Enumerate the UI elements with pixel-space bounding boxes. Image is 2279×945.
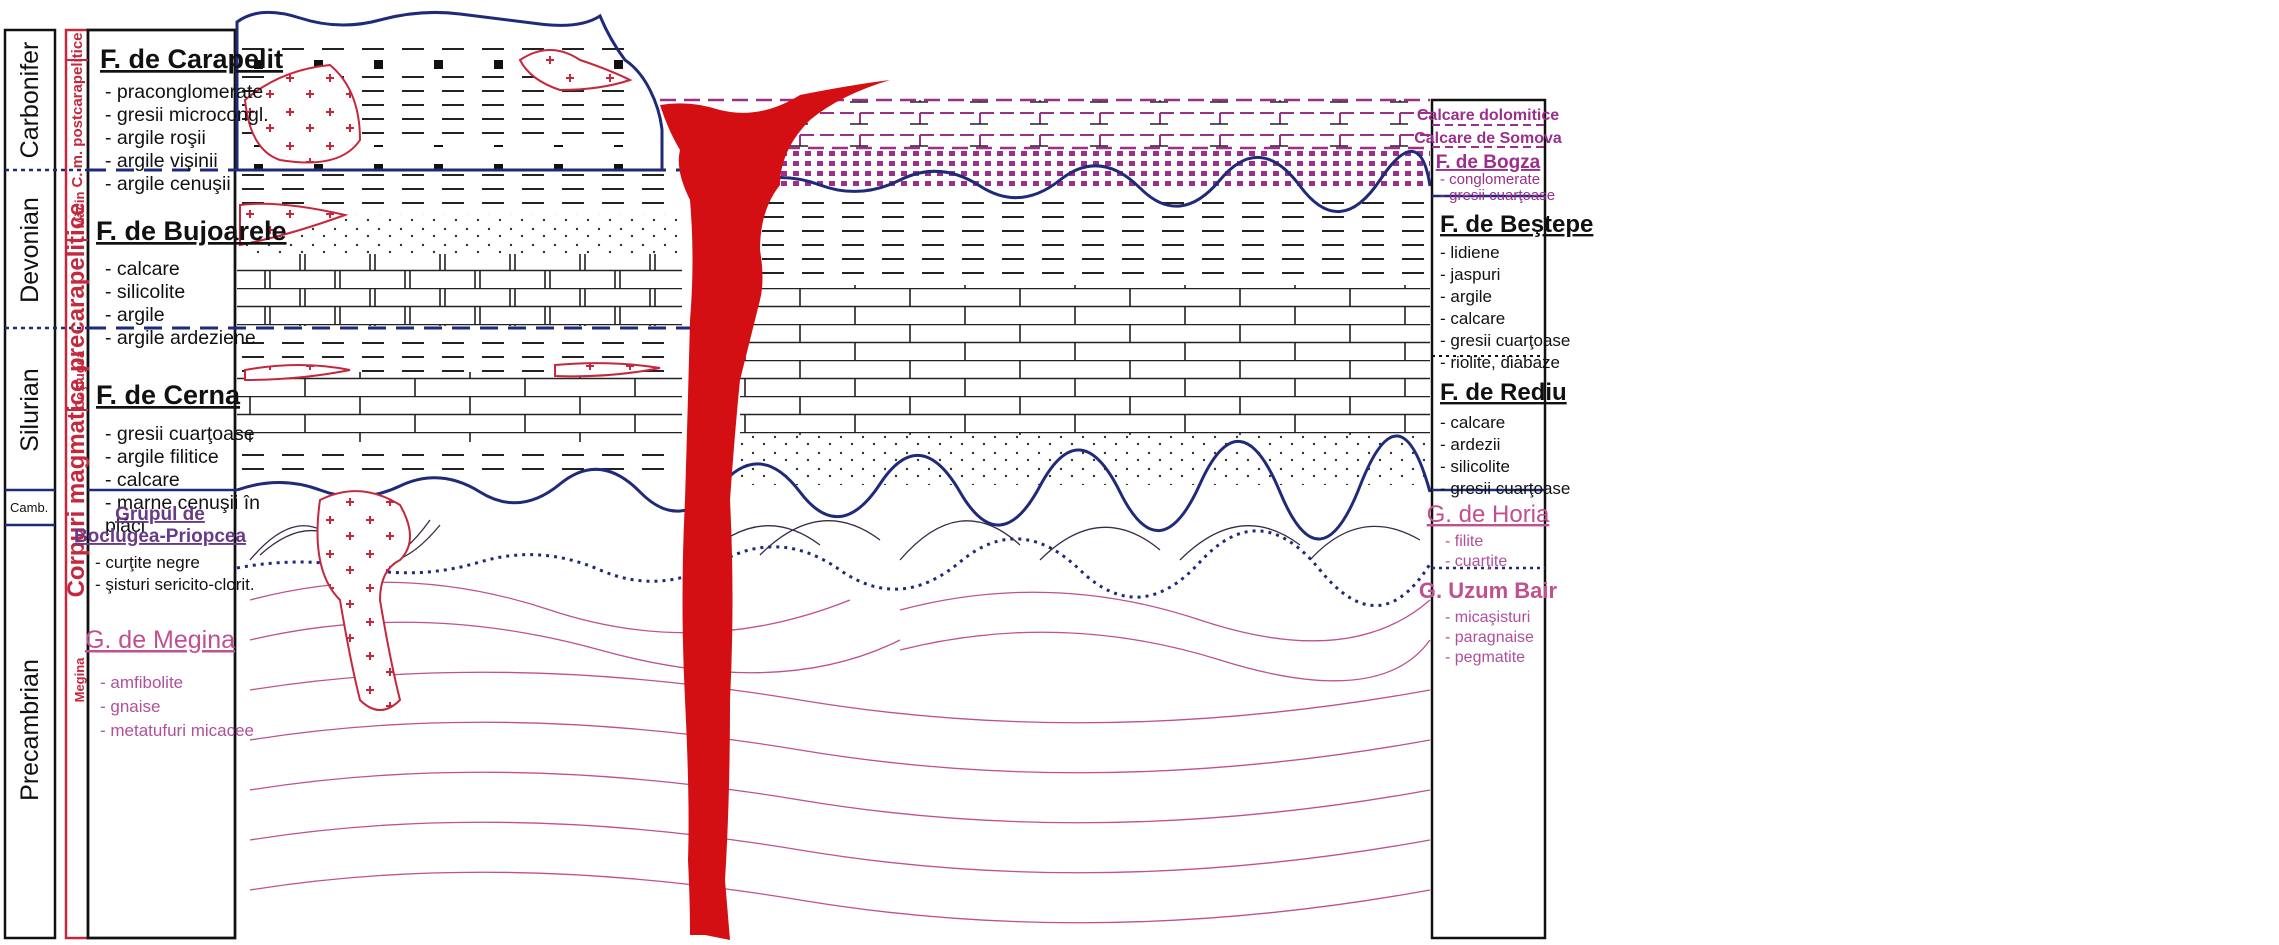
macin-intrusion <box>239 202 349 247</box>
cerna-item: - marne cenuşii în <box>105 492 260 514</box>
carapelit-title: F. de Carapelit <box>100 44 283 74</box>
carapelit-top-surface <box>235 10 664 172</box>
bestepe-title: F. de Beştepe <box>1440 211 1593 238</box>
horia-item: - filite <box>1445 533 1483 550</box>
bujoarele-item: - argile ardeziene <box>105 327 256 349</box>
calcare-dolomitice-label: Calcare dolomitice <box>1417 107 1559 124</box>
uzum-title: G. Uzum Bair <box>1419 578 1558 603</box>
carapelit-item: - argile vişinii <box>105 150 218 172</box>
left-legend-frame <box>86 28 237 940</box>
calcare-somova-label: Calcare de Somova <box>1414 130 1562 147</box>
rediu-item: - calcare <box>1440 413 1505 432</box>
carapelit-item: - praconglomerate <box>105 81 263 103</box>
carapelit-item: - gresii microcongl. <box>105 104 269 126</box>
boclugea-title-1: Grupul de <box>115 504 205 525</box>
precambrian-boundary <box>236 529 1432 608</box>
megina-item: - amfibolite <box>100 673 183 692</box>
bestepe-item: - calcare <box>1440 309 1505 328</box>
uzum-item: - paragnaise <box>1445 629 1534 646</box>
bestepe-item: - riolite, diabaze <box>1440 353 1560 372</box>
bujoarele-item: - silicolite <box>105 281 185 303</box>
uzum-item: - pegmatite <box>1445 649 1525 666</box>
uzum-item: - micaşisturi <box>1445 609 1530 626</box>
bogza-item: - gresii cuarţoase <box>1440 187 1555 204</box>
bujoarele-item: - calcare <box>105 258 180 280</box>
bujoarele-title: F. de Bujoarele <box>96 216 287 246</box>
boclugea-title-2: Boclugea-Priopcea <box>74 526 247 547</box>
pricopan-intrusion <box>243 63 362 164</box>
bogza-strata <box>760 148 1430 188</box>
bestepe-strata <box>740 195 1430 285</box>
period-column <box>3 28 57 940</box>
bogza-unconformity <box>739 149 1432 214</box>
bestepe-item: - gresii cuarţoase <box>1440 331 1570 350</box>
cerna-item: - argile filitice <box>105 446 219 468</box>
basement-unconformity <box>236 434 1432 541</box>
megina-uzum-basement <box>237 565 1430 938</box>
bogza-title: F. de Bogza <box>1436 152 1541 173</box>
magmatic-post-label: C. m. postcarapelitice <box>69 32 86 187</box>
bogza-item: - conglomerate <box>1440 171 1540 188</box>
megina-title: G. de Megina <box>85 626 235 654</box>
rediu-item: - gresii cuarţoase <box>1440 479 1570 498</box>
cerna-item: - gresii cuarţoase <box>105 423 255 445</box>
right-legend-frame <box>1430 98 1547 940</box>
carapelit-item: - argile roşii <box>105 127 206 149</box>
rediu-item: - silicolite <box>1440 457 1510 476</box>
megina-intrusion <box>316 490 411 711</box>
bestepe-item: - lidiene <box>1440 243 1500 262</box>
bujoarele-strata <box>237 172 682 212</box>
cerna-item: - calcare <box>105 469 180 491</box>
period-camb: Camb. <box>10 500 48 515</box>
bestepe-item: - argile <box>1440 287 1492 306</box>
bujoarele-item: - argile <box>105 304 165 326</box>
period-silurian: Silurian <box>16 368 44 451</box>
rediu-title: F. de Rediu <box>1440 379 1567 406</box>
magmatic-cosl-label: Coşlugea <box>72 350 87 409</box>
magmatic-megina-label: Megina <box>72 657 87 703</box>
boclugea-horia-basement <box>237 485 1430 565</box>
calcare-dolomitice-strata <box>760 100 1430 148</box>
period-precambrian: Precambrian <box>16 659 44 801</box>
magmatic-macin-label: Măcin <box>72 192 87 229</box>
horia-item: - cuarţite <box>1445 553 1507 570</box>
boclugea-item: - curţite negre <box>95 553 200 572</box>
cerna-title: F. de Cerna <box>96 380 241 410</box>
rediu-item: - ardezii <box>1440 435 1500 454</box>
coslugea-intrusion <box>244 364 351 382</box>
horia-title: G. de Horia <box>1427 501 1550 528</box>
bestepe-item: - jaspuri <box>1440 265 1500 284</box>
megina-item: - metatufuri micacee <box>100 721 254 740</box>
rediu-strata <box>740 355 1430 435</box>
magmatic-main-label: Corpuri magmatice precarapelitice <box>63 203 90 598</box>
carapelit-item: - argile cenuşii <box>105 173 231 195</box>
turcoaia-intrusion <box>518 49 633 92</box>
cerna-item: plăci <box>105 515 145 537</box>
megina-item: - gnaise <box>100 697 160 716</box>
period-carbonifer: Carbonifer <box>16 42 44 159</box>
main-magmatic-intrusion <box>660 80 890 940</box>
period-devonian: Devonian <box>16 197 44 303</box>
boclugea-item: - şisturi sericito-clorit. <box>95 575 255 594</box>
